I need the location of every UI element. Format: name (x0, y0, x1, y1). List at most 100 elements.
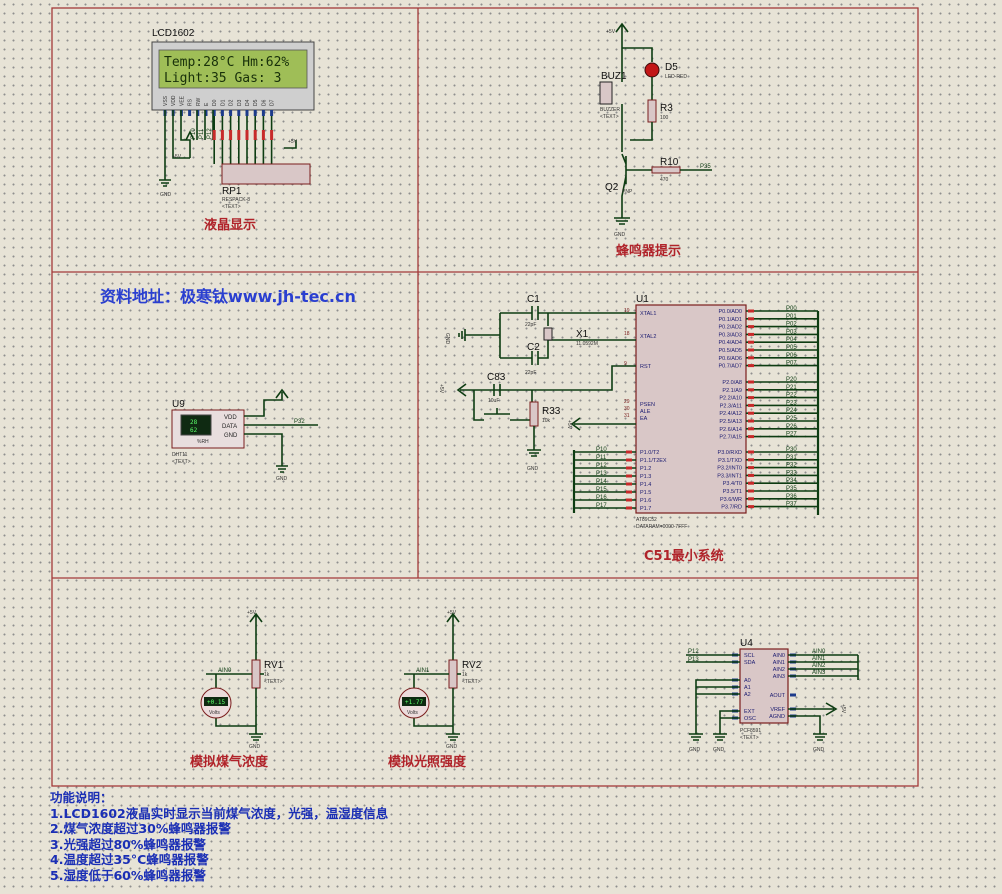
c83-icon (493, 384, 501, 396)
mcu-p1-pin-6: P1.6 (640, 498, 651, 504)
mcu-p2-pinmark-2 (748, 396, 754, 400)
mcu-p3-net-2: P32 (786, 463, 797, 469)
mcu-p2-net-7: P27 (786, 432, 797, 438)
section-title-light: 模拟光照强度 (388, 754, 467, 770)
rv2-net: AIN1 (416, 668, 430, 674)
rv1-gnd-symbol (249, 688, 263, 741)
dht-pin-vdd: VDD (224, 415, 237, 421)
rv2-text: <TEXT> (462, 679, 481, 685)
rp1-vcc-label: +5V (288, 139, 298, 145)
mcu-gnd: GND (527, 466, 539, 472)
rv1-net: AIN0 (218, 668, 232, 674)
buzzer-net: P35 (700, 164, 711, 170)
pcf-right-pin-ain2: AIN2 (773, 667, 785, 673)
mcu-p0-pinmark-7 (748, 364, 754, 368)
voltmeter-value-1: +0.15 (207, 699, 225, 706)
rp1-text: <TEXT> (222, 204, 241, 210)
mcu-p2-pinmark-4 (748, 411, 754, 415)
mcu-p1-net-2: P12 (596, 463, 607, 469)
mcu-p1-pin-0: P1.0/T2 (640, 450, 659, 456)
pcf-ain2: AIN2 (812, 663, 826, 669)
dht-gnd-symbol (276, 465, 288, 473)
c83-value: 10uF (488, 398, 499, 404)
mcu-part: AT89C52 (636, 517, 657, 523)
lcd-pin-e (204, 110, 208, 116)
dht-rh: %RH (197, 439, 209, 445)
mcu-p3-pin-0: P3.0/RXD (718, 450, 742, 456)
lcd-pin-label-vss: VSS (163, 95, 169, 106)
lcd-pin-d2 (229, 110, 233, 116)
mcu-p1-net-7: P17 (596, 503, 607, 509)
lcd-net-p10: P10 (191, 128, 197, 139)
mcu-p2-net-0: P20 (786, 377, 797, 383)
mcu-p1-pinmark-6 (626, 498, 632, 502)
buzzer-gnd-symbol (614, 217, 630, 225)
rv2-gnd-symbol (446, 688, 460, 741)
r3-value: 100 (660, 115, 669, 121)
mcu-p1-pin-7: P1.7 (640, 506, 651, 512)
mcu-p1-pinmark-2 (626, 466, 632, 470)
r33-value: 10k (542, 418, 551, 424)
lcd-pin-d3 (237, 110, 241, 116)
mcu-p0-pin-7: P0.7/AD7 (718, 364, 742, 370)
mcu-p1-pin-2: P1.2 (640, 466, 651, 472)
voltmeter-unit-1: Volts (209, 710, 220, 716)
rv2-block: +5V RV2 1k <TEXT> GND AIN1 +1.77 Volts 模… (388, 610, 482, 770)
pcf-right-pin-ain0: AIN0 (773, 653, 785, 659)
dht-hum: 62 (190, 427, 198, 434)
buzzer-vcc-label: +5V (606, 29, 616, 35)
mcu-p3-pinmark-3 (748, 473, 754, 477)
mcu-p0-net-4: P04 (786, 337, 797, 343)
dht-text: <TEXT> (172, 459, 191, 465)
rv1-gnd: GND (249, 744, 261, 750)
mcu-pins: XTAL119XTAL218RST9PSEN29ALE30EA31P1.0/T2… (574, 306, 818, 512)
pcf-right-pin-aout: AOUT (770, 693, 786, 699)
c83-ref: C83 (487, 372, 506, 383)
mcu-p2-pin-5: P2.5/A13 (719, 419, 742, 425)
resource-url-text[interactable]: 资料地址：极寒钛www.jh-tec.cn (100, 287, 356, 306)
rv1-vcc: +5V (247, 610, 257, 616)
mcu-p1-pinmark-1 (626, 458, 632, 462)
mcu-ref: U1 (636, 294, 649, 305)
lcd-pin-label-d2: D2 (229, 99, 235, 106)
lcd-ref-label: LCD1602 (152, 28, 195, 39)
mcu-p0-pinmark-2 (748, 325, 754, 329)
mcu-p3-pinmark-7 (748, 505, 754, 509)
mcu-p3-pinmark-5 (748, 489, 754, 493)
pcf-text: <TEXT> (740, 735, 759, 741)
dht-wires (244, 392, 318, 466)
q2-ref: Q2 (605, 182, 619, 193)
pcf-ain0: AIN0 (812, 649, 826, 655)
mcu-p0-pinmark-5 (748, 348, 754, 352)
reset-button-wire (473, 390, 533, 421)
pcf-ain1: AIN1 (812, 656, 826, 662)
mcu-p1-net-1: P11 (596, 455, 607, 461)
crystal-caps (531, 306, 539, 365)
pcf-left-pin-a1: A1 (744, 685, 751, 691)
x1-ref: X1 (576, 329, 589, 340)
mcu-pin-num-1: 18 (624, 331, 630, 337)
rv2-body (448, 659, 458, 689)
lcd-pin-label-d0: D0 (212, 99, 218, 106)
pcf-ain3: AIN3 (812, 670, 826, 676)
led-ref: D5 (665, 62, 678, 73)
pcf-ain-wires (788, 654, 859, 680)
mcu-p1-pinmark-4 (626, 482, 632, 486)
mcu-p0-pinmark-3 (748, 332, 754, 336)
rv2-vcc: +5V (447, 610, 457, 616)
mcu-p3-net-1: P31 (786, 455, 797, 461)
mcu-pin-xtal1: XTAL1 (640, 311, 656, 317)
dht-pin-data: DATA (222, 424, 237, 430)
lcd-gnd-wire (159, 110, 171, 187)
rp1-vcc-wire (284, 140, 297, 149)
rv2-value: 1k (462, 672, 468, 678)
rv1-value: 1k (264, 672, 270, 678)
pcf-right-pin-agnd: AGND (769, 714, 785, 720)
pcf8591-block: U4 PCF8591 <TEXT> SCLSDAA0A1A2EXTOSCAIN0… (686, 638, 859, 753)
mcu-pin-xtal2: XTAL2 (640, 334, 656, 340)
mcu-p0-pin-0: P0.0/AD0 (718, 309, 742, 315)
pcf-gnd-mid: GND (713, 747, 725, 753)
pcf-net-p12: P12 (688, 649, 699, 655)
buzzer-vcc-wire (615, 22, 653, 82)
